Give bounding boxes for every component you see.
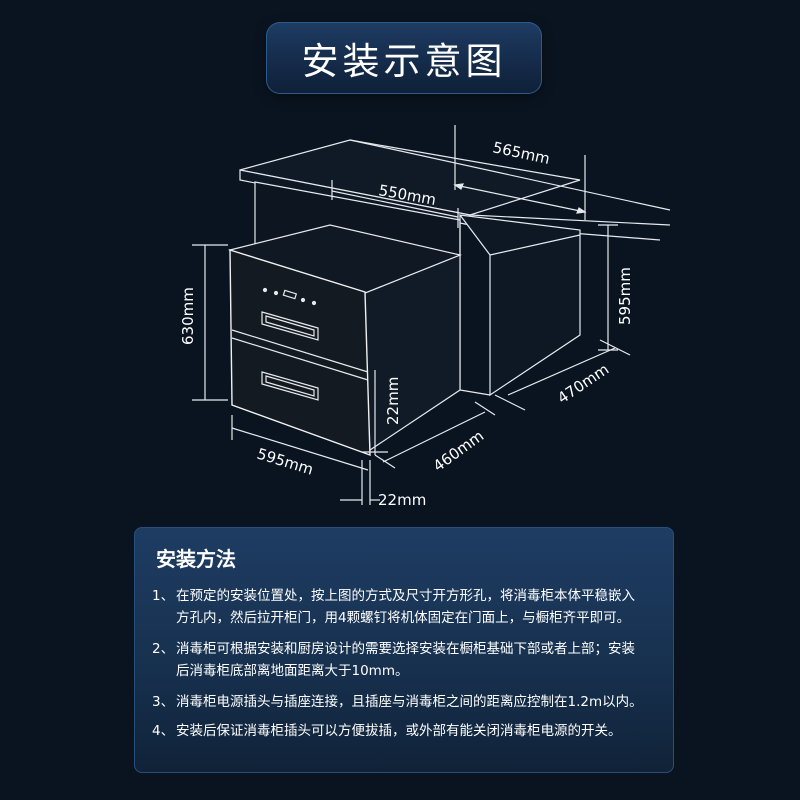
- page-title: 安装示意图: [301, 40, 507, 83]
- dim-470: [494, 339, 631, 411]
- cabinet-right-block: [458, 214, 581, 397]
- label-595-width: 595mm: [255, 445, 316, 479]
- installation-method-panel: 安装方法 1、在预定的安装位置处，按上图的方式及尺寸开方形孔，将消毒柜本体平稳嵌…: [134, 527, 674, 773]
- step-1: 1、在预定的安装位置处，按上图的方式及尺寸开方形孔，将消毒柜本体平稳嵌入 方孔内…: [152, 588, 635, 626]
- step-3: 3、消毒柜电源插头与插座连接，且插座与消毒柜之间的距离应控制在1.2m以内。: [152, 694, 643, 710]
- installation-diagram: 565mm 550mm 595mm 470mm 630mm 22mm 460mm…: [179, 125, 671, 509]
- title-banner: 安装示意图: [266, 22, 542, 94]
- label-22-horizontal: 22mm: [378, 491, 426, 509]
- dim-550: [331, 180, 459, 228]
- dim-460: [374, 401, 496, 469]
- upper-handle: [261, 311, 319, 341]
- dim-565: [453, 125, 587, 220]
- label-470: 470mm: [554, 360, 612, 407]
- dim-22-horizontal: [340, 460, 380, 505]
- method-title: 安装方法: [156, 547, 236, 571]
- dim-595-height: [598, 224, 618, 351]
- dim-630: [192, 244, 228, 401]
- unit-front: [229, 249, 371, 457]
- label-630: 630mm: [179, 287, 197, 345]
- step-2: 2、消毒柜可根据安装和厨房设计的需要选择安装在橱柜基础下部或者上部；安装 后消毒…: [152, 641, 635, 679]
- step-4: 4、安装后保证消毒柜插头可以方便拔插，或外部有能关闭消毒柜电源的开关。: [152, 723, 622, 739]
- label-460: 460mm: [430, 427, 487, 476]
- lower-handle: [261, 371, 319, 401]
- label-595-height: 595mm: [616, 267, 634, 325]
- dim-22-vertical: [362, 370, 388, 455]
- label-565: 565mm: [491, 138, 551, 168]
- label-22-vertical: 22mm: [384, 377, 402, 425]
- dim-595-width: [231, 415, 369, 505]
